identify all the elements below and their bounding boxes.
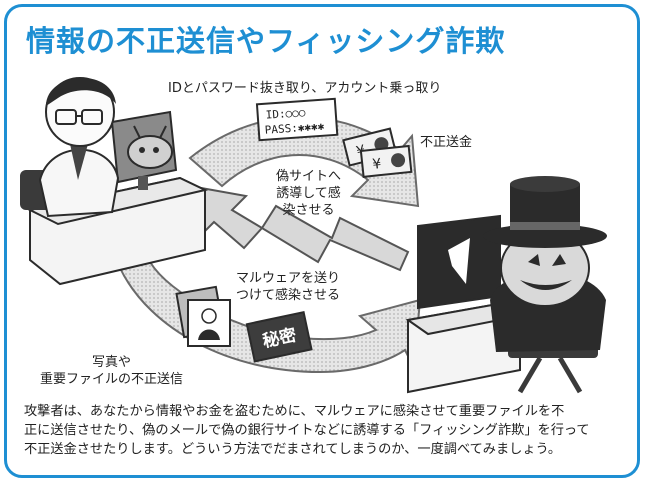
banknotes-icon: ¥ ¥ (342, 127, 413, 178)
attacker-figure (405, 176, 607, 394)
label-id-theft: IDとパスワード抜き取り、アカウント乗っ取り (168, 81, 442, 96)
id-card: ID:○○○ PASS:✱✱✱✱ (255, 97, 339, 142)
arrow-zigzag (188, 184, 410, 272)
id-card-line1: ID:○○○ (265, 106, 306, 122)
label-fake-site: 偽サイトへ 誘導して感 染させる (276, 169, 342, 218)
label-photo-leak: 写真や 重要ファイルの不正送信 (40, 355, 184, 387)
victim-figure (20, 77, 209, 286)
svg-text:¥: ¥ (372, 156, 383, 173)
malware-bug-icon (127, 125, 173, 169)
description: 攻撃者は、あなたから情報やお金を盗むために、マルウェアに感染させて重要ファイルを… (24, 404, 590, 457)
id-card-line2: PASS:✱✱✱✱ (264, 120, 325, 137)
photos-icon (175, 285, 231, 347)
label-fraud-transfer: 不正送金 (420, 135, 473, 150)
page-title: 情報の不正送信やフィッシング詐欺 (26, 24, 506, 58)
top-hat-icon (483, 176, 607, 248)
label-malware: マルウェアを送り つけて感染させる (236, 271, 341, 303)
secret-document: 秘密 (245, 310, 313, 363)
